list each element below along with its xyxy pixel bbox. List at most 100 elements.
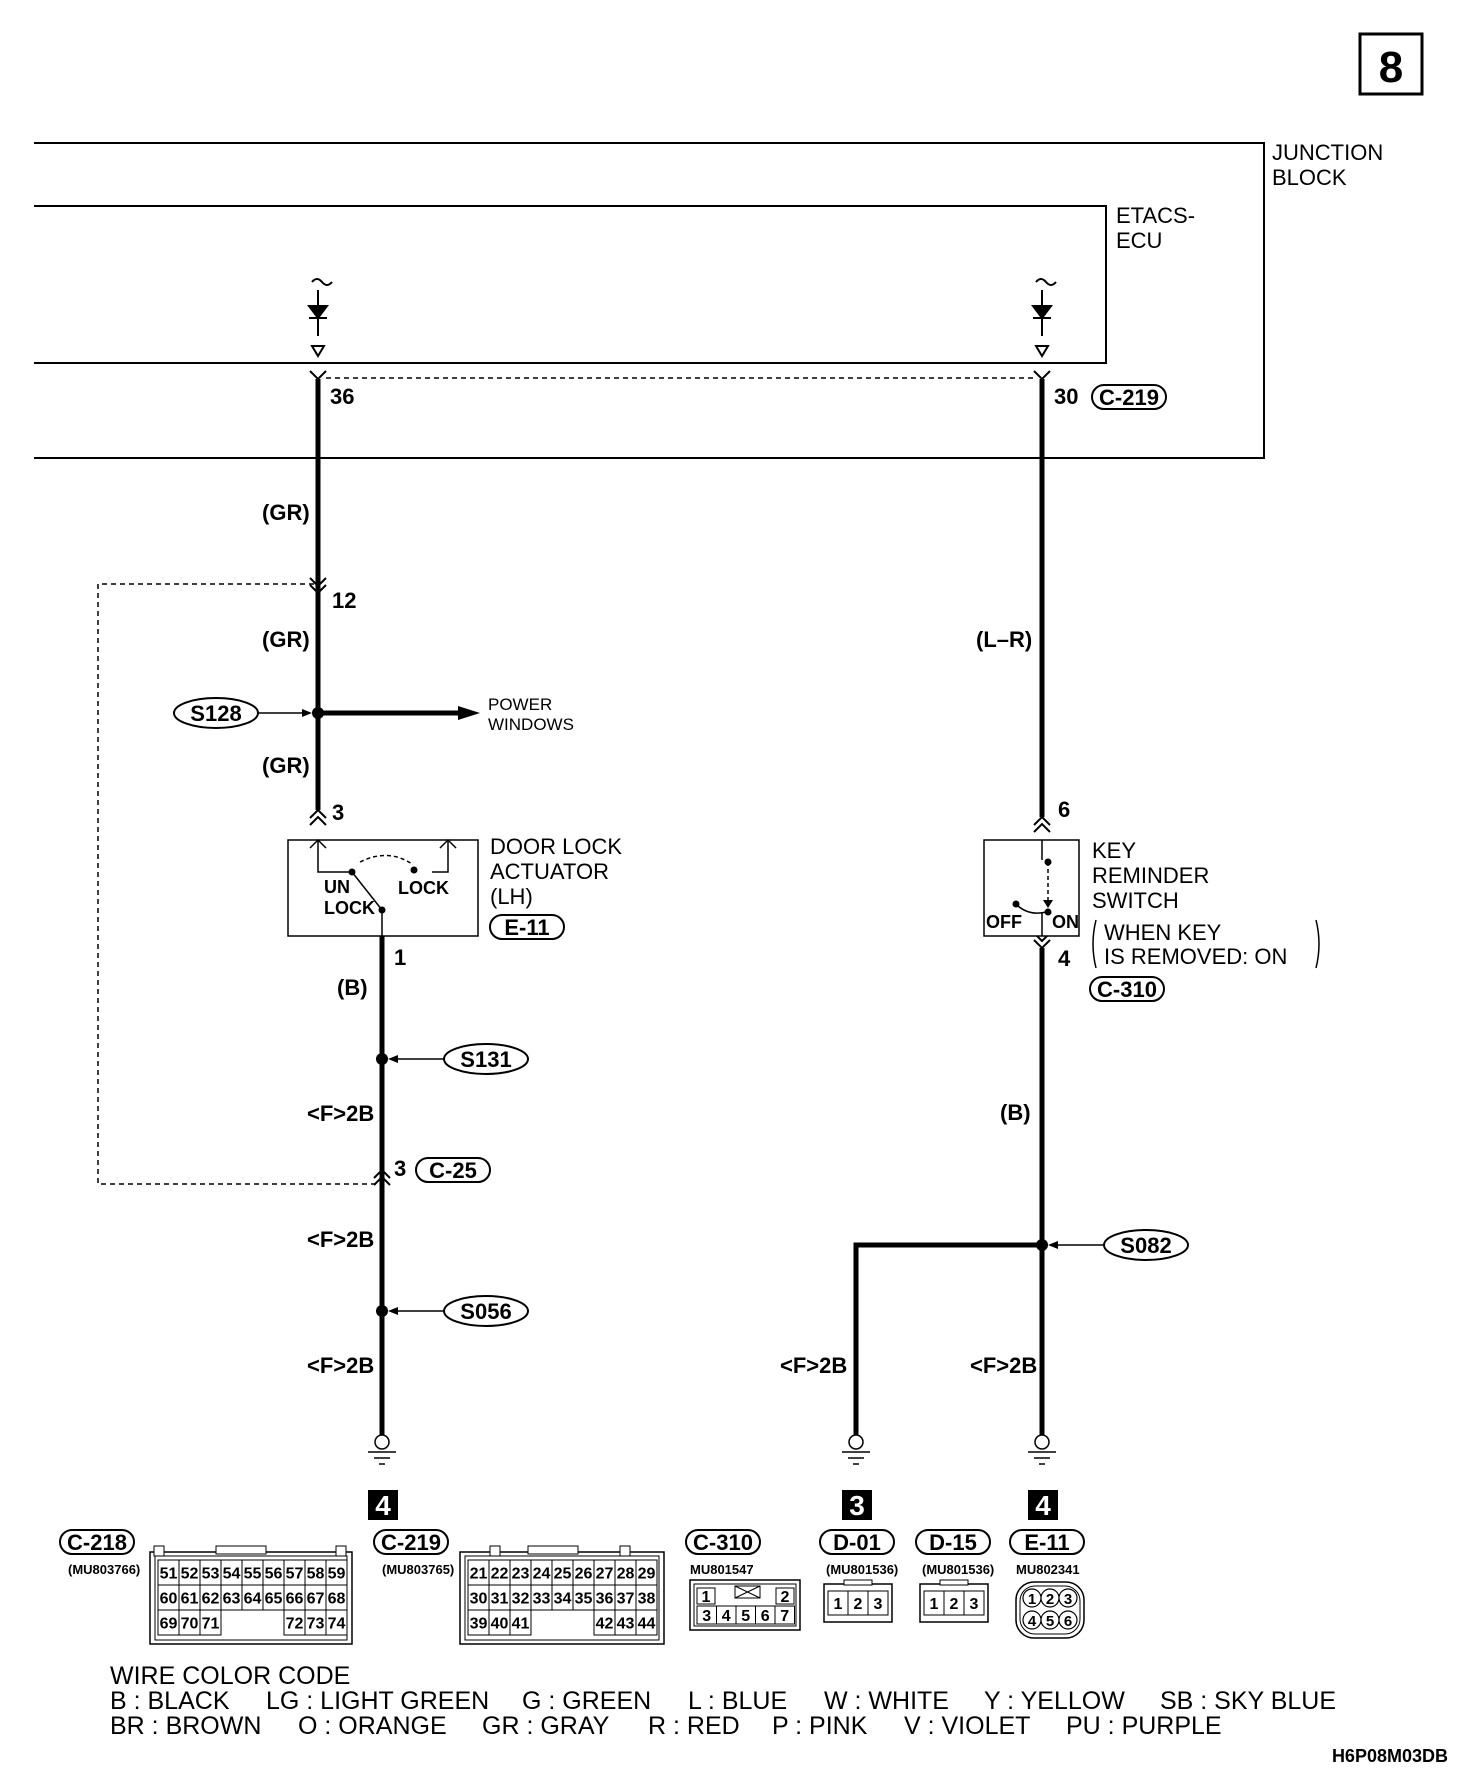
terminal-12: 12 <box>332 588 356 613</box>
terminal-4: 4 <box>1058 946 1071 971</box>
ground-3-number: 4 <box>1035 1490 1051 1521</box>
svg-text:2: 2 <box>781 1589 790 1606</box>
svg-text:4: 4 <box>1028 1613 1037 1630</box>
pin-c310-7: 7 <box>774 1605 795 1625</box>
svg-text:23: 23 <box>512 1566 530 1583</box>
svg-text:1: 1 <box>702 1589 711 1606</box>
actuator-unlock-label: LOCK <box>324 898 375 918</box>
legend-o: O : ORANGE <box>298 1712 447 1740</box>
ground-1: 4 <box>368 1434 398 1521</box>
pin-c219-29: 29 <box>635 1559 658 1586</box>
svg-text:21: 21 <box>470 1566 488 1583</box>
svg-text:67: 67 <box>307 1591 325 1608</box>
svg-text:72: 72 <box>286 1616 304 1633</box>
pin-c219-23: 23 <box>509 1559 532 1586</box>
pin-c219-41: 41 <box>509 1609 532 1636</box>
svg-text:2: 2 <box>1046 1591 1054 1608</box>
svg-text:62: 62 <box>202 1591 220 1608</box>
svg-text:41: 41 <box>512 1616 530 1633</box>
pin-c219-42: 42 <box>593 1609 616 1636</box>
pin-c219-34: 34 <box>551 1584 574 1611</box>
pin-c219-43: 43 <box>614 1609 637 1636</box>
svg-text:69: 69 <box>160 1616 178 1633</box>
terminal-3-actuator: 3 <box>332 800 344 825</box>
pin-c218-59: 59 <box>325 1559 348 1586</box>
legend-pu: PU : PURPLE <box>1066 1712 1222 1740</box>
svg-text:71: 71 <box>202 1616 220 1633</box>
svg-text:3: 3 <box>1064 1591 1072 1608</box>
pin-c219-36: 36 <box>593 1584 616 1611</box>
actuator-lock-label: LOCK <box>398 878 449 898</box>
ground-2-number: 3 <box>849 1490 865 1521</box>
svg-text:33: 33 <box>533 1591 551 1608</box>
ground-3: 4 <box>1028 1434 1058 1521</box>
legend-gr: GR : GRAY <box>482 1712 610 1740</box>
legend-b: B : BLACK <box>110 1687 230 1715</box>
svg-text:56: 56 <box>265 1566 283 1583</box>
pin-c219-27: 27 <box>593 1559 616 1586</box>
svg-text:2: 2 <box>950 1596 959 1613</box>
wire-label-gr-3: (GR) <box>262 753 310 778</box>
connector-c-310-part: MU801547 <box>690 1562 754 1577</box>
svg-text:37: 37 <box>617 1591 635 1608</box>
pin-c310-2: 2 <box>775 1587 795 1606</box>
svg-text:S128: S128 <box>190 701 241 726</box>
svg-text:2: 2 <box>854 1596 863 1613</box>
svg-text:66: 66 <box>286 1591 304 1608</box>
svg-text:35: 35 <box>575 1591 593 1608</box>
wire-label-f2b-4: <F>2B <box>780 1353 847 1378</box>
wire-label-b-left: (B) <box>337 975 368 1000</box>
svg-text:52: 52 <box>181 1566 199 1583</box>
door-lock-actuator: UN LOCK LOCK <box>287 838 479 937</box>
svg-text:64: 64 <box>244 1591 262 1608</box>
junction-block <box>34 142 1265 459</box>
pin-c219-25: 25 <box>551 1559 574 1586</box>
page-number-box: 8 <box>1358 32 1424 96</box>
svg-text:6: 6 <box>1064 1613 1072 1630</box>
legend-v: V : VIOLET <box>904 1712 1030 1740</box>
legend-br: BR : BROWN <box>110 1712 261 1740</box>
pin-c219-37: 37 <box>614 1584 637 1611</box>
connector-d-15-label: D-15 <box>929 1530 977 1555</box>
svg-text:1: 1 <box>930 1596 939 1613</box>
pin-c218-56: 56 <box>262 1559 285 1586</box>
svg-text:54: 54 <box>223 1566 241 1583</box>
wire-label-gr-2: (GR) <box>262 627 310 652</box>
junction-block-label-2: BLOCK <box>1272 165 1347 190</box>
figure-code: H6P08M03DB <box>1332 1746 1448 1766</box>
wire-color-code-legend: WIRE COLOR CODE B : BLACK LG : LIGHT GRE… <box>110 1662 1336 1740</box>
pin-c218-70: 70 <box>178 1609 201 1636</box>
pin-c219-38: 38 <box>635 1584 658 1611</box>
svg-text:43: 43 <box>617 1616 635 1633</box>
legend-g: G : GREEN <box>522 1687 651 1715</box>
connector-dashed-link-left <box>97 583 378 1185</box>
wire-label-l-r: (L–R) <box>976 627 1032 652</box>
door-lock-title-2: ACTUATOR <box>490 859 609 884</box>
ground-1-number: 4 <box>375 1490 391 1521</box>
connector-d-01-label: D-01 <box>833 1530 881 1555</box>
terminal-36: 36 <box>330 384 354 409</box>
pin-c218-54: 54 <box>220 1559 243 1586</box>
terminal-30: 30 <box>1054 384 1078 409</box>
wire-label-f2b-3: <F>2B <box>307 1353 374 1378</box>
wire-label-gr-1: (GR) <box>262 500 310 525</box>
key-reminder-switch: OFF ON <box>983 839 1080 937</box>
svg-text:S131: S131 <box>460 1047 511 1072</box>
svg-text:5: 5 <box>1046 1613 1054 1630</box>
pin-c218-53: 53 <box>199 1559 222 1586</box>
pin-d01-2: 2 <box>847 1590 869 1616</box>
terminal-3-c25: 3 <box>394 1156 406 1181</box>
svg-text:26: 26 <box>575 1566 593 1583</box>
splice-s056: S056 <box>376 1295 529 1327</box>
pin-c310-3: 3 <box>696 1605 717 1625</box>
connector-tag-c25: C-25 <box>415 1157 491 1183</box>
power-windows-label-1: POWER <box>488 695 552 714</box>
wire-label-f2b-2: <F>2B <box>307 1227 374 1252</box>
pin-c219-32: 32 <box>509 1584 532 1611</box>
pin-c219-33: 33 <box>530 1584 553 1611</box>
pin-c310-5: 5 <box>735 1605 756 1625</box>
pin-c218-71: 71 <box>199 1609 222 1636</box>
svg-text:38: 38 <box>638 1591 656 1608</box>
